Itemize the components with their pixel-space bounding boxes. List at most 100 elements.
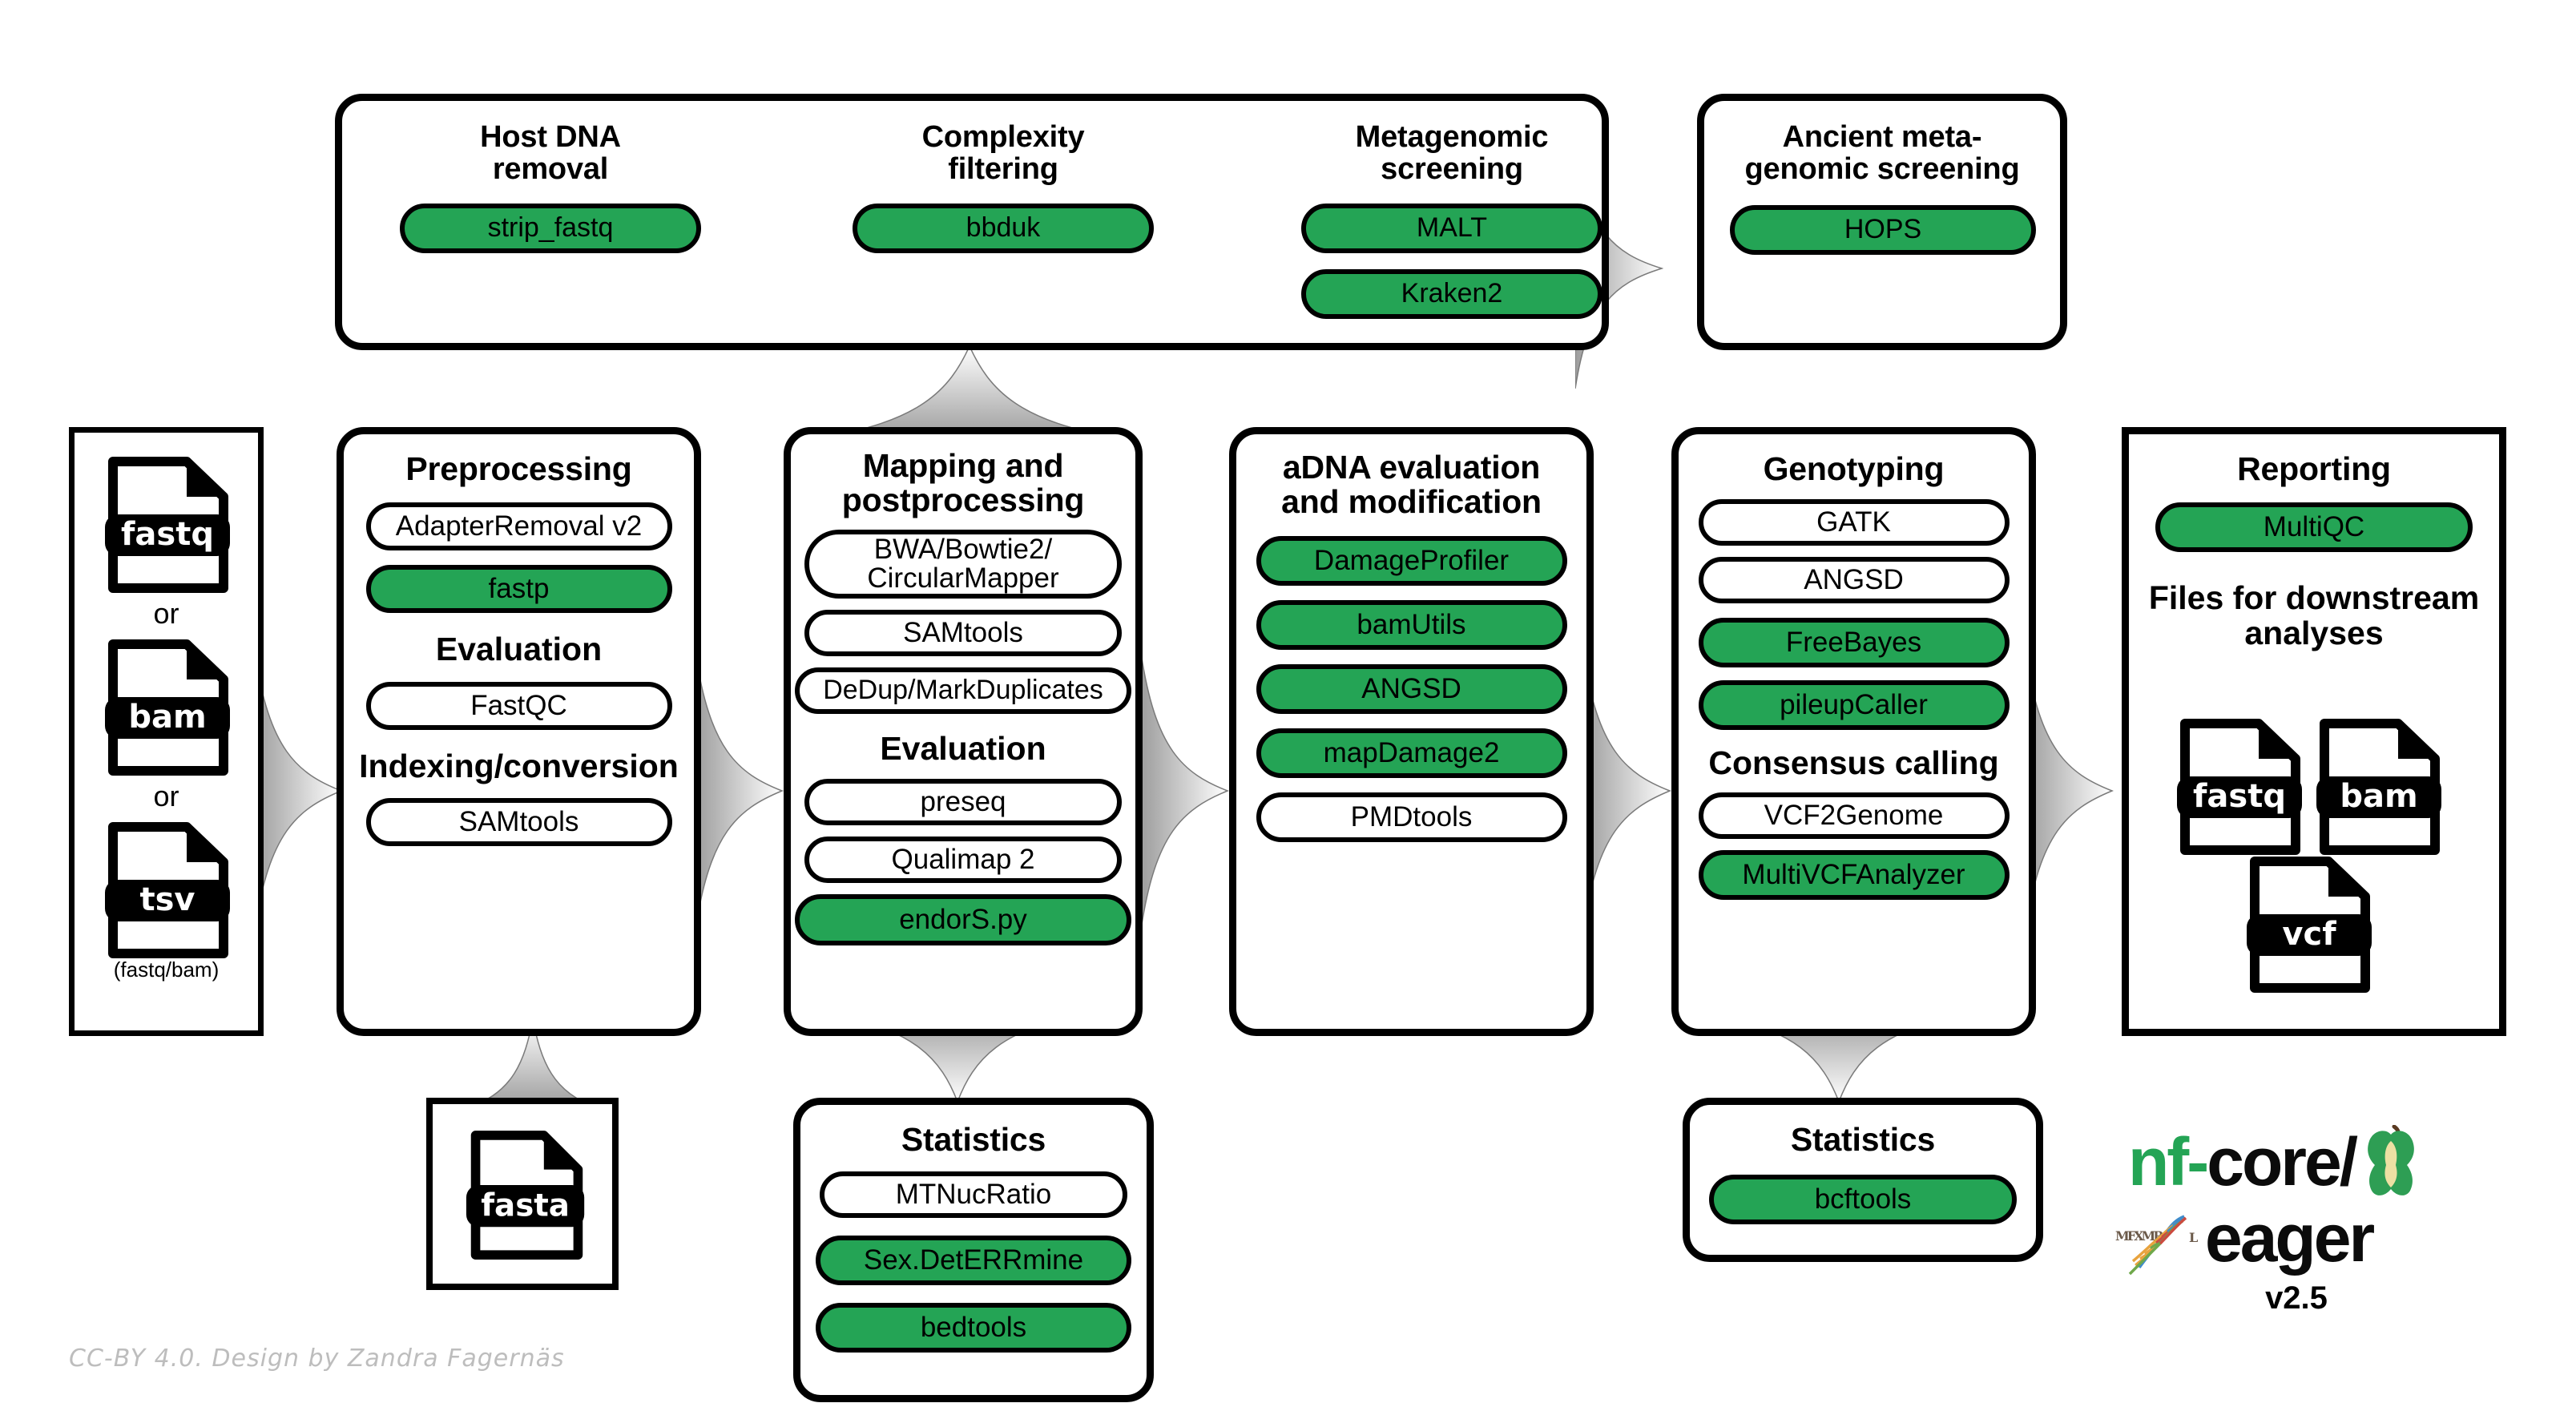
- tool-bbduk[interactable]: bbduk: [853, 203, 1154, 253]
- file-icon-fastq: fastq: [103, 457, 232, 593]
- logo-nf-text: nf-: [2128, 1123, 2209, 1199]
- tool-adapterremoval-v2[interactable]: AdapterRemoval v2: [365, 502, 672, 551]
- panel-title: Statistics: [901, 1121, 1046, 1158]
- tool-qualimap-2[interactable]: Qualimap 2: [804, 837, 1122, 884]
- tool-bwa-bowtie2-circularmapper[interactable]: BWA/Bowtie2/ CircularMapper: [804, 529, 1122, 599]
- tool-malt[interactable]: MALT: [1301, 203, 1602, 253]
- group-complexity-filtering: Complexity filtering bbduk: [843, 121, 1163, 253]
- tool-label-line1: BWA/Bowtie2/: [873, 533, 1053, 565]
- section-heading-evaluation: Evaluation: [880, 729, 1046, 767]
- tool-bamutils[interactable]: bamUtils: [1256, 599, 1567, 650]
- file-label: bam: [128, 699, 206, 736]
- group-metagenomic-screening: Metagenomic screening MALT Kraken2: [1292, 121, 1612, 319]
- tool-pileupcaller[interactable]: pileupCaller: [1698, 680, 2010, 731]
- tool-label: preseq: [920, 786, 1006, 818]
- or-label-2: or: [153, 780, 179, 812]
- logo-line-1: nf- core/: [2128, 1122, 2529, 1202]
- tool-label: MTNucRatio: [895, 1179, 1052, 1211]
- or-label-1: or: [153, 597, 179, 630]
- ancient-metagenomic-screening-panel: Ancient meta- genomic screening HOPS: [1697, 94, 2067, 350]
- tool-freebayes[interactable]: FreeBayes: [1698, 618, 2010, 668]
- tool-label: fastp: [488, 573, 550, 605]
- input-files-panel: fastq or bam or tsv (fastq/bam): [69, 427, 264, 1036]
- logo-line-2: MFXMR L: [2112, 1197, 2529, 1277]
- file-label: fastq: [2193, 778, 2286, 815]
- tool-endors-py[interactable]: endorS.py: [795, 894, 1131, 946]
- dna-helix-icon: MFXMR L: [2112, 1208, 2208, 1277]
- file-icon-bam-output: bam: [2315, 719, 2443, 855]
- helix-letters-right: L: [2189, 1230, 2198, 1245]
- tool-label: ANGSD: [1804, 564, 1904, 596]
- section-heading-consensus-calling: Consensus calling: [1708, 744, 1999, 782]
- file-label: fastq: [121, 516, 214, 553]
- tool-kraken2[interactable]: Kraken2: [1301, 268, 1602, 319]
- tool-sex-determine[interactable]: Sex.DetERRmine: [816, 1236, 1131, 1286]
- tool-multiqc[interactable]: MultiQC: [2155, 502, 2473, 553]
- arrow-mapping-to-optional-panel: [817, 346, 1122, 438]
- column-reporting: Reporting MultiQC Files for downstream a…: [2122, 427, 2506, 1036]
- optional-screening-panel: Host DNA removal strip_fastq Complexity …: [335, 94, 1609, 350]
- file-icon-vcf-output: vcf: [2245, 857, 2373, 993]
- file-label: tsv: [139, 881, 195, 918]
- tool-fastp[interactable]: fastp: [365, 565, 672, 614]
- tool-label: bamUtils: [1357, 608, 1466, 640]
- tool-mtnucratio[interactable]: MTNucRatio: [820, 1171, 1127, 1219]
- tool-label: ANGSD: [1361, 672, 1461, 704]
- tool-label: HOPS: [1844, 214, 1922, 245]
- file-label: fasta: [481, 1188, 570, 1224]
- tool-label: FreeBayes: [1785, 627, 1922, 659]
- tool-fastqc[interactable]: FastQC: [365, 681, 672, 730]
- tool-mapdamage2[interactable]: mapDamage2: [1256, 728, 1567, 778]
- column-adna-evaluation: aDNA evaluation and modification DamageP…: [1229, 427, 1594, 1036]
- statistics-genotyping-panel: Statistics bcftools: [1683, 1098, 2043, 1262]
- file-label: bam: [2340, 778, 2417, 815]
- arrow-preprocessing-to-mapping: [695, 653, 784, 929]
- file-icon-tsv: tsv: [103, 822, 232, 958]
- reference-genome-panel: fasta: [426, 1098, 619, 1290]
- tool-strip-fastq[interactable]: strip_fastq: [400, 203, 701, 253]
- statistics-mapping-panel: Statistics MTNucRatio Sex.DetERRmine bed…: [793, 1098, 1154, 1402]
- group-title: Host DNA removal: [480, 120, 621, 187]
- logo-eager-text: eager: [2205, 1200, 2375, 1276]
- tool-label: strip_fastq: [487, 212, 614, 244]
- tool-multivcfanalyzer[interactable]: MultiVCFAnalyzer: [1698, 849, 2010, 900]
- tool-label: Kraken2: [1401, 278, 1503, 309]
- tool-bcftools[interactable]: bcftools: [1709, 1175, 2017, 1225]
- tool-hops[interactable]: HOPS: [1730, 205, 2036, 255]
- tool-label: MultiVCFAnalyzer: [1742, 858, 1965, 890]
- column-title: Genotyping: [1763, 450, 1945, 487]
- tool-angsd-genotyping[interactable]: ANGSD: [1698, 557, 2010, 604]
- tool-label: Sex.DetERRmine: [863, 1244, 1084, 1276]
- file-label: vcf: [2282, 916, 2336, 953]
- section-heading-evaluation: Evaluation: [435, 631, 603, 668]
- input-note: (fastq/bam): [113, 958, 220, 982]
- tool-vcf2genome[interactable]: VCF2Genome: [1698, 792, 2010, 839]
- tool-bedtools[interactable]: bedtools: [816, 1303, 1131, 1353]
- group-title: Complexity filtering: [921, 120, 1085, 187]
- arrow-inputs-to-preprocessing: [255, 653, 343, 929]
- tool-label: VCF2Genome: [1764, 799, 1944, 831]
- panel-title: Statistics: [1790, 1121, 1936, 1158]
- tool-damageprofiler[interactable]: DamageProfiler: [1256, 535, 1567, 586]
- tool-preseq[interactable]: preseq: [804, 779, 1122, 826]
- tool-samtools-mapping[interactable]: SAMtools: [804, 609, 1122, 656]
- arrow-genotyping-to-reporting: [2026, 653, 2114, 929]
- tool-label: Qualimap 2: [891, 844, 1035, 876]
- panel-title: Ancient meta- genomic screening: [1744, 120, 2020, 187]
- column-title: Preprocessing: [405, 450, 632, 487]
- helix-letters-left: MFXMR: [2115, 1228, 2164, 1244]
- tool-label: SAMtools: [458, 806, 579, 838]
- column-mapping-and-postprocessing: Mapping and postprocessing BWA/Bowtie2/ …: [784, 427, 1143, 1036]
- tool-angsd-adna[interactable]: ANGSD: [1256, 663, 1567, 714]
- tool-samtools-preprocessing[interactable]: SAMtools: [365, 798, 672, 847]
- tool-pmdtools[interactable]: PMDtools: [1256, 792, 1567, 842]
- column-title: aDNA evaluation and modification: [1281, 449, 1542, 521]
- tool-gatk[interactable]: GATK: [1698, 499, 2010, 546]
- tool-label: AdapterRemoval v2: [395, 510, 643, 542]
- credit-text: CC-BY 4.0. Design by Zandra Fagernäs: [69, 1345, 565, 1373]
- column-genotyping: Genotyping GATK ANGSD FreeBayes pileupCa…: [1671, 427, 2036, 1036]
- tool-dedup-markduplicates[interactable]: DeDup/MarkDuplicates: [795, 667, 1131, 714]
- file-icon-fasta: fasta: [465, 1131, 589, 1263]
- arrow-mapping-to-adna: [1141, 653, 1229, 929]
